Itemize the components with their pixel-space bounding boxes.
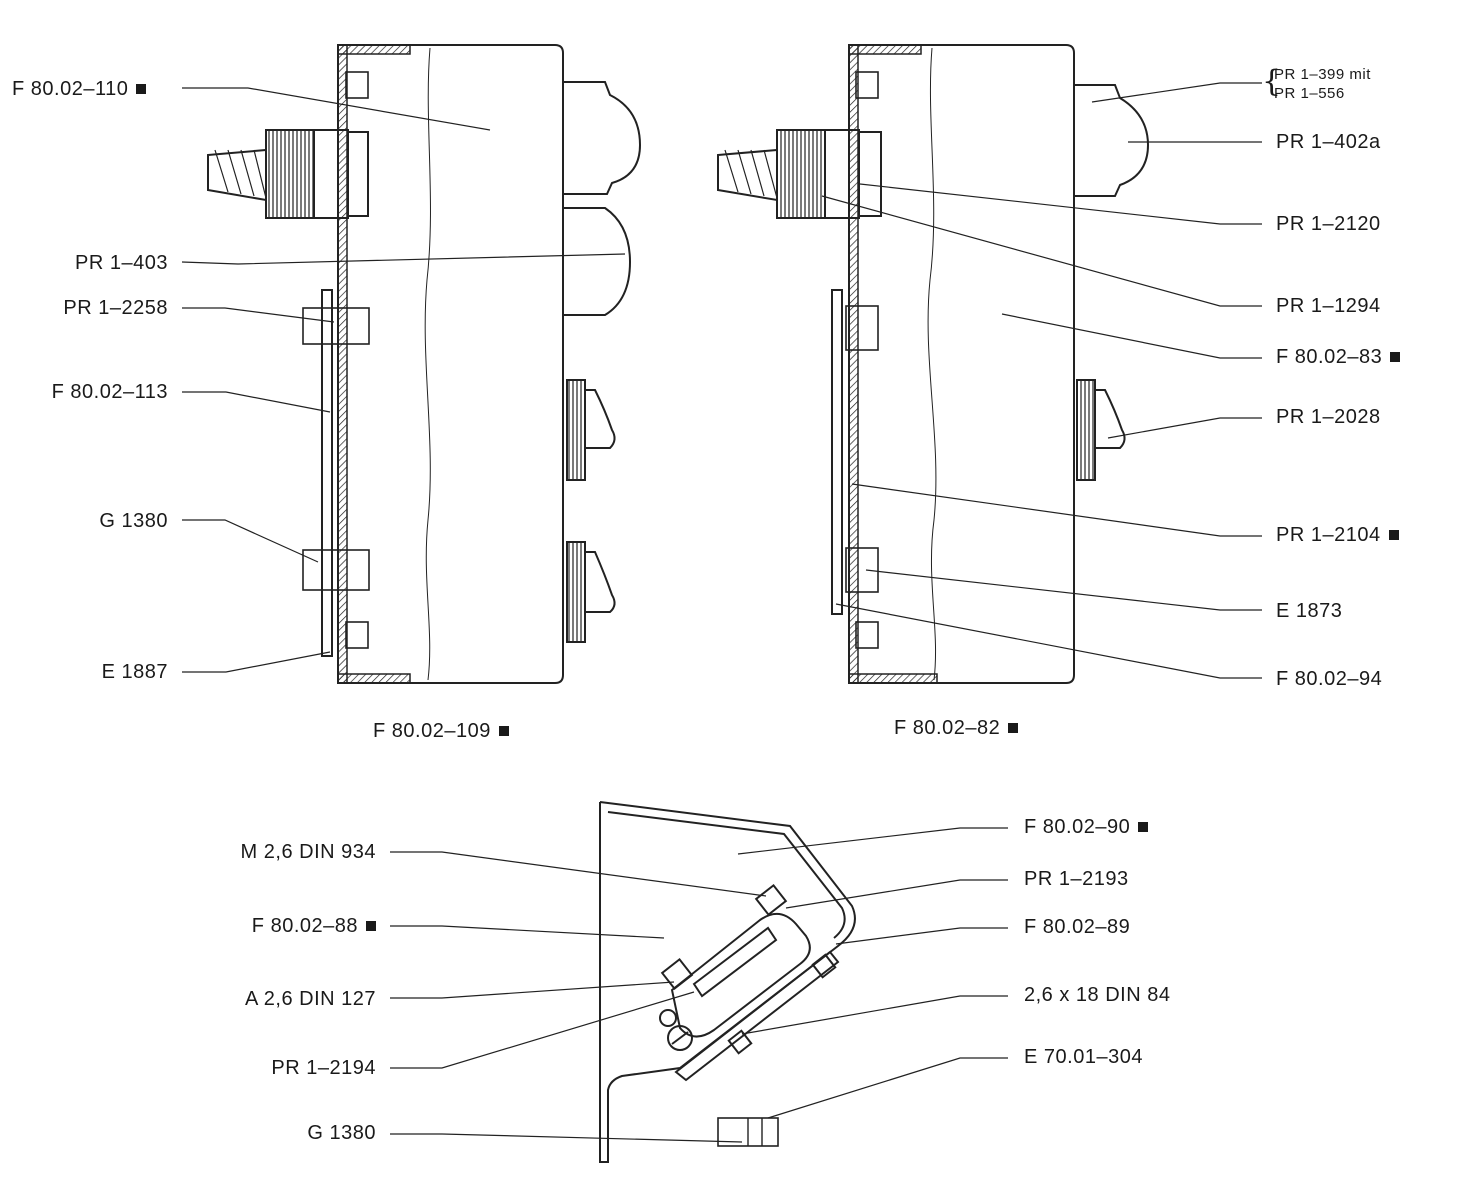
bottom-bracket (674, 950, 840, 1082)
left-gland-hex (347, 131, 369, 217)
right-screw-topcorner (855, 71, 879, 99)
left-break-line (424, 47, 431, 681)
bottom-assembly (599, 801, 856, 1163)
left-lamp-middle (562, 207, 632, 316)
bottom-mount-screw-2 (727, 1029, 753, 1055)
label-bottom-side-plate-text: F 80.02–88 (251, 915, 358, 937)
left-housing-wall (337, 44, 348, 684)
label-bottom-cover-text: F 80.02–90 (1024, 816, 1131, 838)
marker-square-icon (1390, 351, 1401, 362)
left-side-bracket (321, 289, 333, 657)
right-cable (717, 148, 778, 202)
bottom-screw-head (667, 1025, 693, 1051)
label-left-lamp: PR 1–403 (75, 252, 168, 274)
right-break-line (927, 47, 937, 681)
label-bottom-nut: M 2,6 DIN 934 (240, 841, 376, 863)
label-bottom-side-plate: F 80.02–88 (252, 915, 376, 937)
right-lamp (1073, 84, 1150, 197)
left-gland-body (265, 129, 315, 219)
right-housing-top-lip (848, 44, 922, 55)
right-housing-wall (848, 44, 859, 684)
label-left-bracket: F 80.02–113 (51, 381, 168, 403)
left-housing-bottom-lip (337, 673, 411, 684)
marker-square-icon (1008, 722, 1019, 733)
bottom-cover (607, 811, 846, 939)
left-toggle-upper-base (566, 379, 586, 481)
label-right-cable-gland: PR 1–1294 (1276, 295, 1381, 317)
left-toggle-upper (584, 389, 616, 449)
left-toggle-lower (584, 551, 616, 613)
right-screw-bottomcorner (855, 621, 879, 649)
right-screw-bottom (845, 547, 879, 593)
right-gland-hex (858, 131, 882, 217)
right-housing-outline (848, 44, 1075, 684)
label-right-gland-nut: PR 1–2120 (1276, 213, 1381, 235)
label-bottom-mount: F 80.02–89 (1024, 916, 1131, 938)
bottom-screw-small (659, 1009, 677, 1027)
left-screw-top (302, 307, 370, 345)
bottom-switch-body (670, 913, 811, 1038)
caption-right-view: F 80.02–82 (894, 717, 1019, 739)
caption-left-view-text: F 80.02–109 (373, 720, 491, 742)
bottom-nut-top (754, 883, 788, 917)
label-left-nut: E 1887 (101, 661, 168, 683)
label-right-housing-text: F 80.02–83 (1276, 346, 1383, 368)
right-housing-bottom-lip (848, 673, 938, 684)
left-housing-outline (337, 44, 564, 684)
left-screw-bottomcorner (345, 621, 369, 649)
right-side-bracket (831, 289, 843, 615)
label-left-screw-bottom: G 1380 (99, 510, 168, 532)
label-left-screw-top: PR 1–2258 (63, 297, 168, 319)
marker-square-icon (498, 725, 509, 736)
caption-right-view-text: F 80.02–82 (894, 717, 1001, 739)
right-toggle (1094, 389, 1126, 449)
label-right-plate: F 80.02–94 (1276, 668, 1383, 690)
label-right-lamp-socket-a: PR 1–399 mit (1274, 66, 1371, 83)
label-bottom-cover: F 80.02–90 (1024, 816, 1149, 838)
right-screw-top (845, 305, 879, 351)
label-right-toggle: PR 1–2028 (1276, 406, 1381, 428)
left-screw-bottom (302, 549, 370, 591)
left-screw-topcorner (345, 71, 369, 99)
label-right-rail: PR 1–2104 (1276, 524, 1399, 546)
brace-icon: { (1262, 64, 1282, 99)
label-bottom-loose-nut: E 70.01–304 (1024, 1046, 1143, 1068)
leader-lines (181, 82, 1262, 1143)
label-right-rail-text: PR 1–2104 (1276, 524, 1381, 546)
right-assembly (717, 44, 1150, 684)
bottom-side-plate (599, 801, 856, 1163)
right-gland-body (776, 129, 826, 219)
label-right-lens: PR 1–402a (1276, 131, 1381, 153)
label-bottom-screw: G 1380 (307, 1122, 376, 1144)
label-left-housing: F 80.02–110 (12, 78, 147, 100)
label-bottom-washer: A 2,6 DIN 127 (244, 988, 376, 1010)
left-housing-top-lip (337, 44, 411, 55)
label-bottom-bracket: PR 1–2193 (1024, 868, 1129, 890)
left-cable (207, 148, 267, 202)
marker-square-icon (366, 920, 376, 931)
label-left-housing-text: F 80.02–110 (12, 78, 129, 100)
label-bottom-mount-screw: 2,6 x 18 DIN 84 (1024, 984, 1171, 1006)
left-toggle-lower-base (566, 541, 586, 643)
bottom-washer (660, 957, 694, 991)
right-toggle-base (1076, 379, 1096, 481)
marker-square-icon (136, 83, 147, 94)
label-bottom-switch: PR 1–2194 (271, 1057, 376, 1079)
marker-square-icon (1388, 529, 1399, 540)
caption-left-view: F 80.02–109 (373, 720, 509, 742)
label-right-lamp-socket-b: PR 1–556 (1274, 85, 1345, 102)
marker-square-icon (1138, 821, 1149, 832)
bottom-mount-screw-1 (811, 953, 837, 979)
label-right-housing: F 80.02–83 (1276, 346, 1401, 368)
label-right-spacer: E 1873 (1276, 600, 1343, 622)
left-assembly (207, 44, 642, 684)
bottom-switch-slot (692, 926, 778, 998)
left-lamp-top (562, 81, 642, 195)
